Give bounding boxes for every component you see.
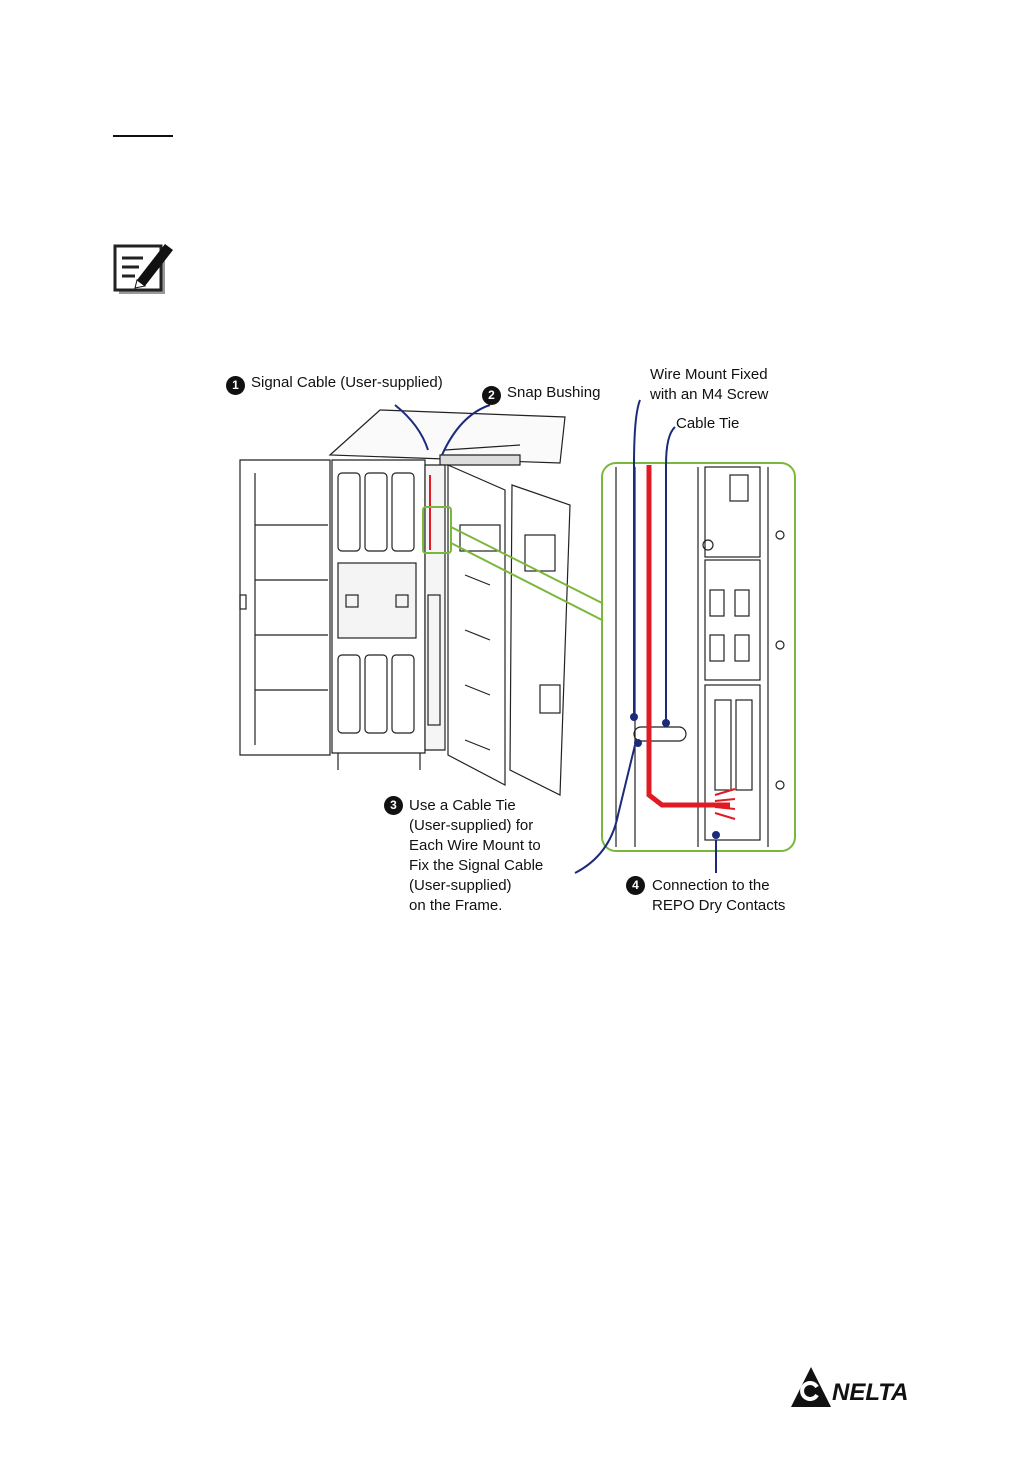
callout-badge: 3: [384, 796, 403, 815]
callout-text: Snap Bushing: [507, 384, 600, 401]
callout-line: with an M4 Screw: [650, 385, 768, 405]
callout-1-signal-cable: 1 Signal Cable (User-supplied): [226, 373, 443, 395]
callout-line: Connection to the: [652, 876, 785, 896]
callout-3-use-cable-tie: 3 Use a Cable Tie (User-supplied) for Ea…: [384, 796, 543, 916]
note-pencil-icon: [113, 240, 175, 296]
callout-line: Fix the Signal Cable: [409, 856, 543, 876]
callout-text: Signal Cable (User-supplied): [251, 374, 443, 391]
callout-badge: 1: [226, 376, 245, 395]
callout-4-repo-connection: 4 Connection to the REPO Dry Contacts: [626, 876, 785, 916]
callout-line: Cable Tie: [676, 414, 739, 434]
callout-line: REPO Dry Contacts: [652, 896, 785, 916]
header-rule: [113, 135, 173, 137]
delta-logo: NELTA: [790, 1365, 922, 1411]
callout-wire-mount: Wire Mount Fixed with an M4 Screw: [650, 365, 768, 405]
delta-logo-icon: [790, 1365, 832, 1409]
callout-cable-tie: Cable Tie: [676, 414, 739, 434]
callout-badge: 4: [626, 876, 645, 895]
callout-line: (User-supplied): [409, 876, 543, 896]
callout-line: Each Wire Mount to: [409, 836, 543, 856]
logo-text: NELTA: [832, 1379, 908, 1407]
repo-wiring-diagram: 1 Signal Cable (User-supplied) 2 Snap Bush…: [220, 355, 820, 930]
callout-line: on the Frame.: [409, 896, 543, 916]
callout-badge: 2: [482, 386, 501, 405]
callout-2-snap-bushing: 2 Snap Bushing: [482, 383, 600, 405]
callout-line: Wire Mount Fixed: [650, 365, 768, 385]
callout-line: Use a Cable Tie: [409, 796, 543, 816]
callout-line: (User-supplied) for: [409, 816, 543, 836]
